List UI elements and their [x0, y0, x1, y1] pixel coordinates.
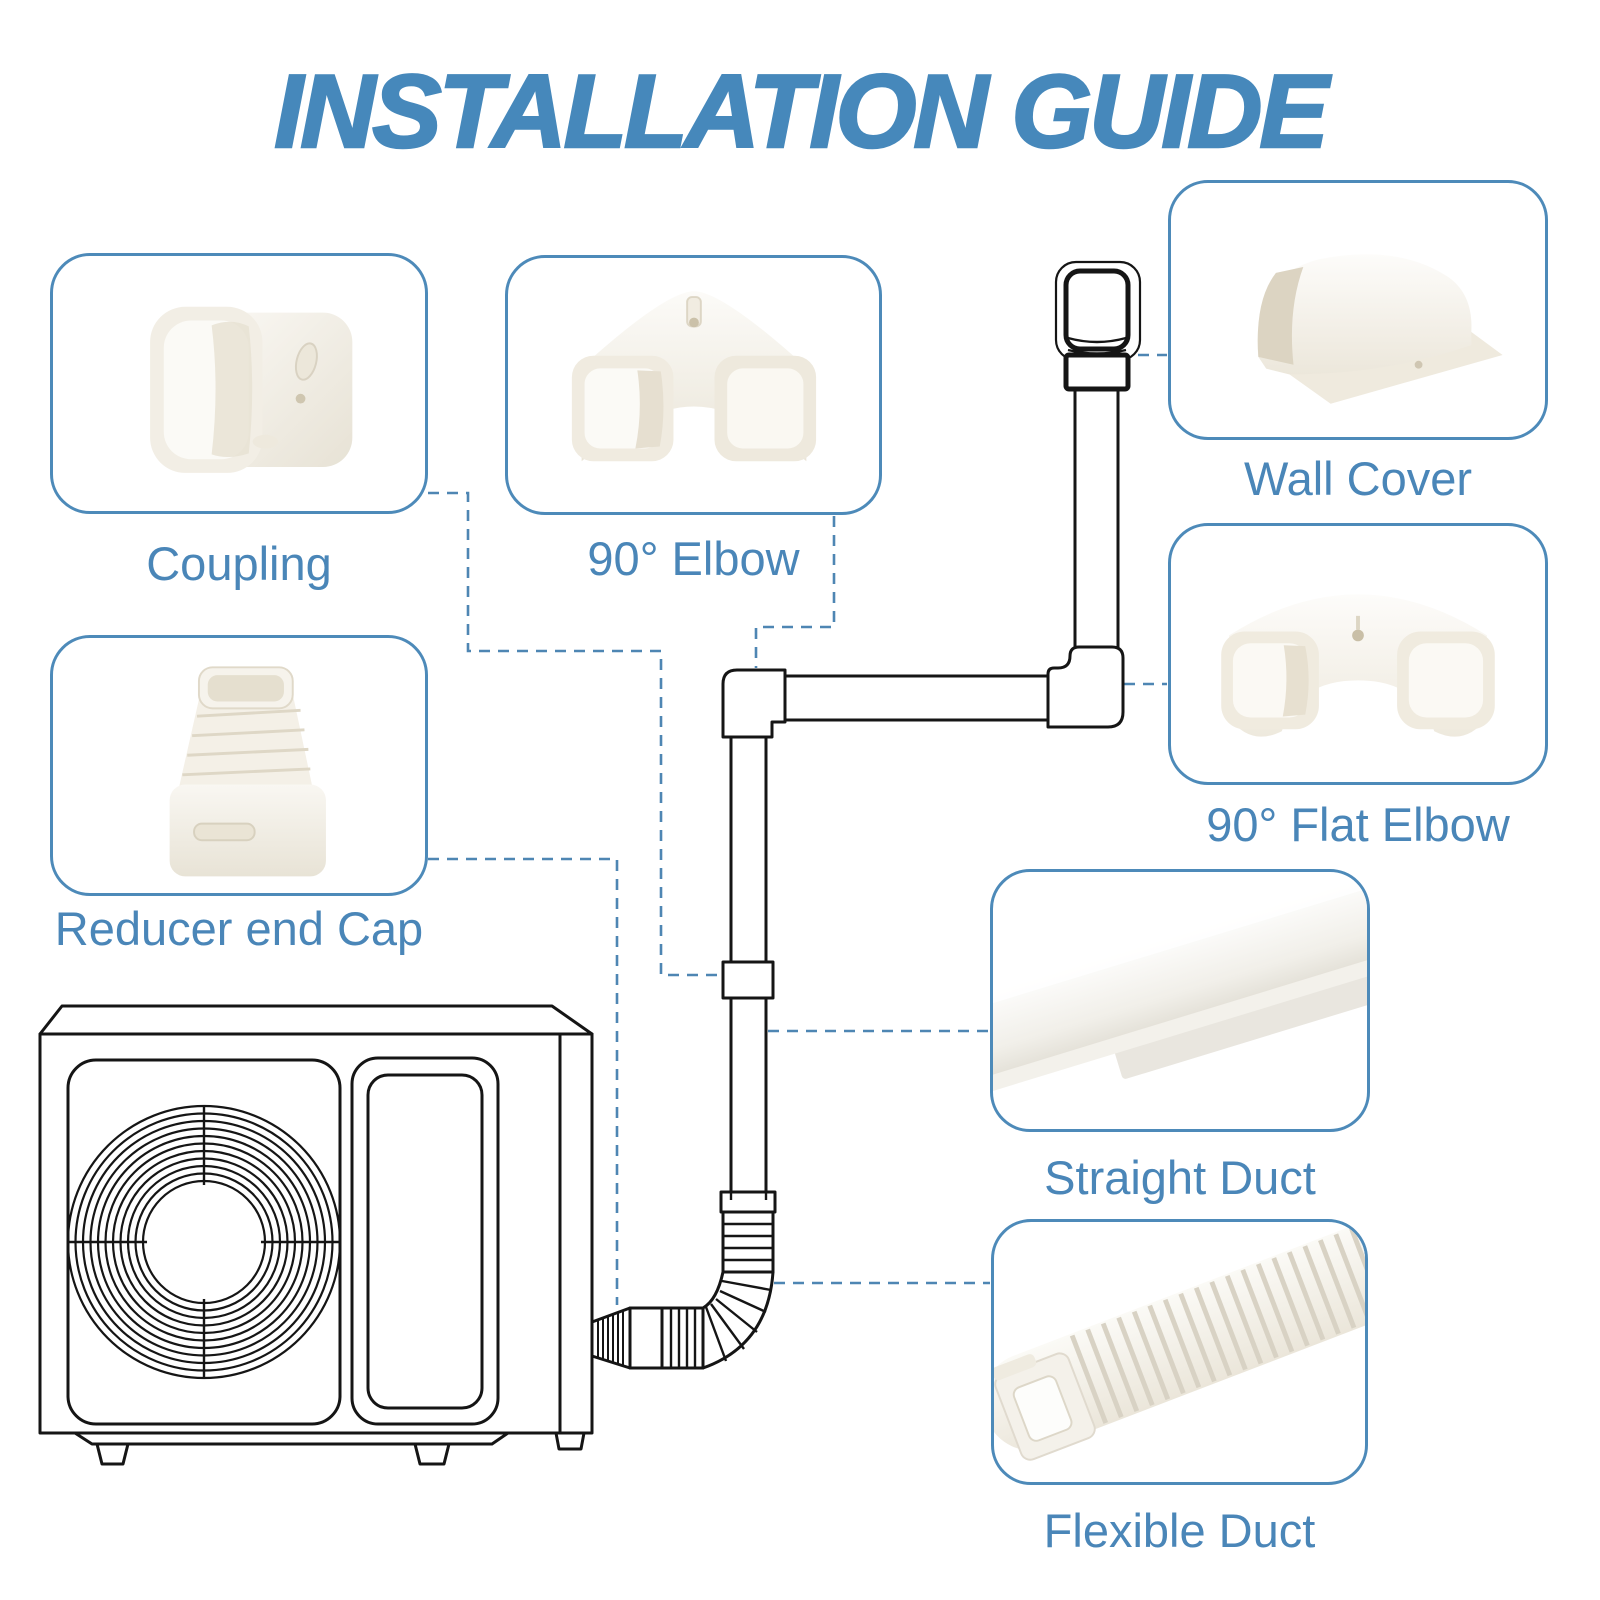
connector-lines — [428, 353, 1167, 1305]
flat-elbow-90-image — [1221, 594, 1495, 737]
coupling-image — [150, 306, 353, 473]
part-label-elbow-90: 90° Elbow — [587, 532, 800, 585]
coupling-fitting — [721, 960, 775, 1000]
duct-run-drawing — [721, 389, 1125, 1192]
unit-top-face — [38, 1004, 594, 1036]
unit-foot — [413, 1442, 451, 1466]
part-label-coupling: Coupling — [146, 537, 332, 590]
elbow-90-image — [571, 291, 817, 462]
part-card-straight-duct — [990, 869, 1370, 1132]
left-elbow-fitting — [721, 668, 787, 739]
reducer-end-cap-image — [169, 666, 326, 877]
coupling-connector-line — [428, 491, 722, 977]
flexible-duct-drawing — [590, 1190, 777, 1370]
part-label-straight-duct: Straight Duct — [1044, 1151, 1316, 1204]
wall-cover-image — [1257, 254, 1503, 404]
reducer-connector-line — [428, 857, 619, 1305]
part-card-wall-cover — [1168, 180, 1548, 440]
wall-cover-duct-end — [1063, 352, 1131, 392]
unit-foot — [554, 1431, 586, 1451]
part-card-flexible-duct — [991, 1219, 1368, 1485]
elbow-90-connector-line — [754, 516, 836, 668]
ac-unit-drawing — [38, 1004, 594, 1466]
straight-duct-image — [993, 872, 1367, 1110]
unit-foot — [95, 1442, 130, 1466]
part-card-elbow-90 — [505, 255, 882, 515]
part-label-flat-elbow-90: 90° Flat Elbow — [1206, 798, 1510, 851]
unit-side-panel — [350, 1056, 500, 1426]
flexible-duct-image — [994, 1222, 1365, 1461]
part-label-reducer-end-cap: Reducer end Cap — [54, 902, 424, 955]
wall-cover-inner — [1063, 268, 1131, 352]
part-label-wall-cover: Wall Cover — [1243, 452, 1473, 505]
unit-bottom-lip — [74, 1431, 509, 1446]
part-card-flat-elbow-90 — [1168, 523, 1548, 785]
wall-fitting-drawing — [1054, 260, 1142, 392]
part-card-reducer-end-cap — [50, 635, 428, 896]
part-label-flexible-duct: Flexible Duct — [1043, 1504, 1316, 1557]
page-title: INSTALLATION GUIDE — [273, 54, 1330, 170]
right-elbow-fitting — [1046, 645, 1125, 729]
unit-body — [38, 1032, 594, 1435]
part-card-coupling — [50, 253, 428, 514]
